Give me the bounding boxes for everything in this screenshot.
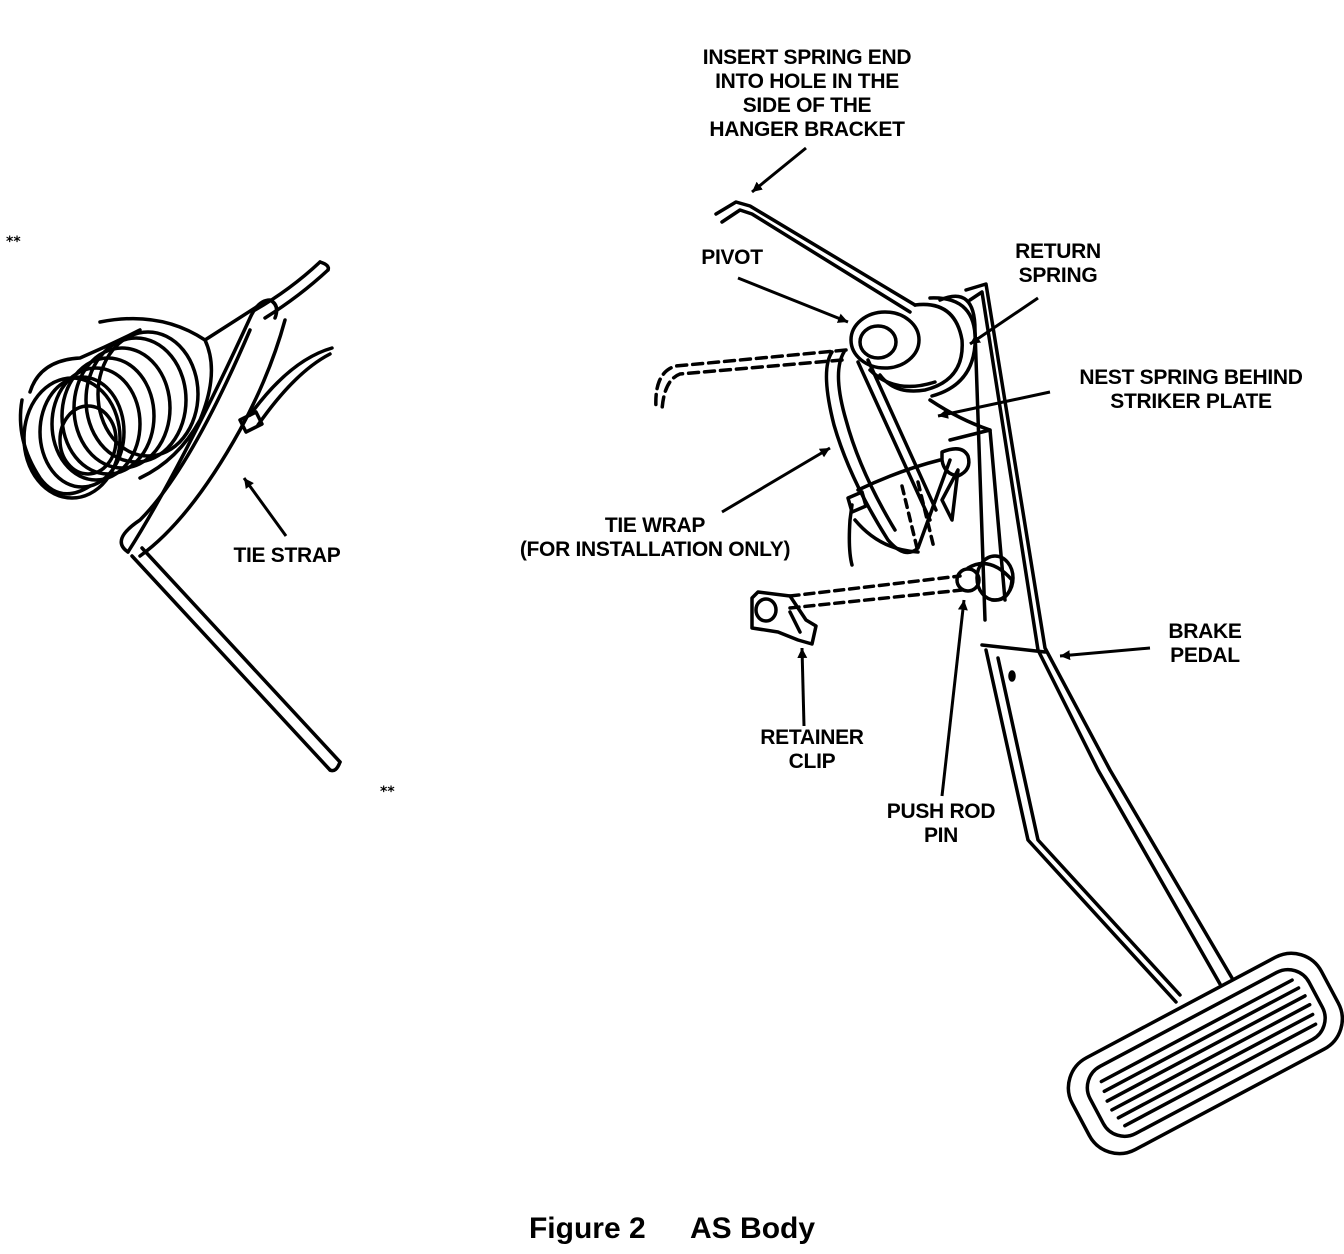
pivot-label: PIVOT [701, 246, 763, 269]
tie-strap-label: TIE STRAP [233, 544, 341, 567]
retainer-clip-line-2: CLIP [788, 750, 836, 773]
insert-spring-line-1: INSERT SPRING END [702, 46, 912, 69]
retainer-clip-line-1: RETAINER [760, 726, 864, 749]
nest-spring-label: NEST SPRING BEHIND STRIKER PLATE [1046, 366, 1336, 414]
push-rod-pin-line-2: PIN [923, 824, 959, 847]
insert-spring-line-2: INTO HOLE IN THE [715, 70, 899, 93]
nest-spring-line-2: STRIKER PLATE [1110, 390, 1272, 413]
return-spring-line-2: SPRING [1018, 264, 1098, 287]
brake-pedal-line-1: BRAKE [1168, 620, 1242, 643]
stars-marker-top: ** [6, 234, 21, 250]
nest-spring-line-1: NEST SPRING BEHIND [1079, 366, 1303, 389]
push-rod-pin-label: PUSH ROD PIN [866, 800, 1016, 848]
tie-wrap-label: TIE WRAP (FOR INSTALLATION ONLY) [480, 514, 830, 562]
brake-pedal-label: BRAKE PEDAL [1150, 620, 1260, 668]
insert-spring-line-4: HANGER BRACKET [709, 118, 905, 141]
leader-lines [242, 146, 1151, 797]
brake-pedal-line-2: PEDAL [1170, 644, 1240, 667]
tie-wrap-line-2: (FOR INSTALLATION ONLY) [519, 538, 791, 561]
insert-spring-line-3: SIDE OF THE [742, 94, 872, 117]
tie-wrap-line-1: TIE WRAP [604, 514, 706, 537]
stars-marker-bottom: ** [380, 784, 395, 800]
spring-detail [18, 260, 342, 773]
figure-title: AS Body [690, 1212, 816, 1245]
figure-caption: Figure 2 AS Body [0, 1212, 1344, 1246]
retainer-clip-label: RETAINER CLIP [740, 726, 884, 774]
return-spring-label: RETURN SPRING [998, 240, 1118, 288]
pedal-assembly [654, 200, 1344, 1156]
push-rod-pin-line-1: PUSH ROD [886, 800, 996, 823]
insert-spring-end-label: INSERT SPRING END INTO HOLE IN THE SIDE … [672, 46, 942, 142]
return-spring-line-1: RETURN [1015, 240, 1101, 263]
figure-number: Figure 2 [528, 1212, 646, 1245]
